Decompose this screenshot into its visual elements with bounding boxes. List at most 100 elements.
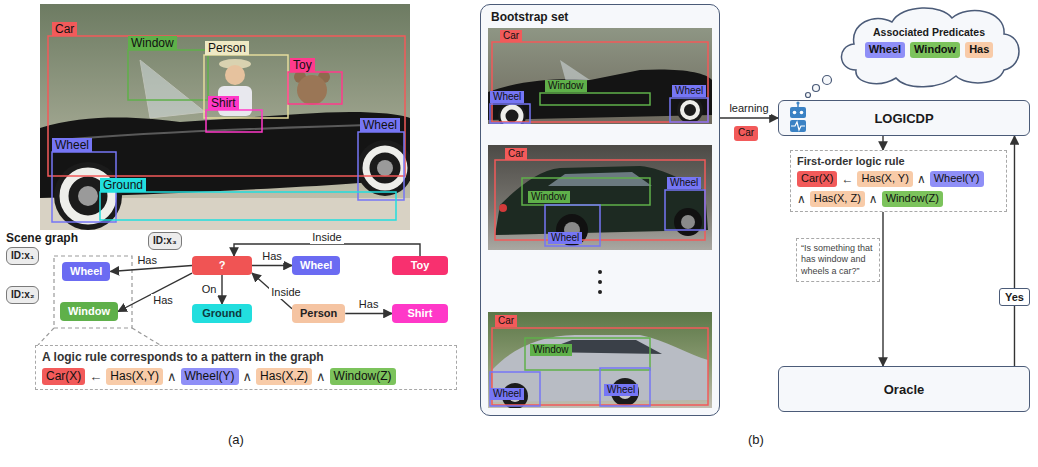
panel-caption: (a) — [228, 432, 244, 447]
street-photo — [78, 186, 98, 206]
box-heading: A logic rule corresponds to a pattern in… — [42, 350, 450, 364]
car-photo — [488, 28, 712, 124]
ellipsis-dots — [598, 290, 602, 294]
box-heading: Associated Predicates — [873, 26, 985, 38]
connector — [221, 275, 222, 304]
predicate-chip: Car(X) — [42, 368, 85, 385]
predicate-chip: Has — [965, 42, 993, 58]
node-text: “Is something that has window and wheels… — [801, 243, 875, 277]
node-text: Wheel — [70, 265, 102, 278]
section-title: Scene graph — [6, 231, 78, 245]
graph-node: ? — [192, 256, 252, 275]
node-text: ? — [200, 259, 244, 272]
callout-line — [38, 328, 54, 345]
bounding-box — [670, 98, 708, 122]
bounding-box — [492, 328, 708, 405]
robot-icon — [790, 120, 806, 132]
node-text: LOGICDP — [874, 111, 933, 126]
street-photo — [357, 140, 410, 196]
node-text: Wheel(Y) — [934, 172, 980, 186]
edge-label: Inside — [269, 286, 302, 299]
predicate-chip: Has(X,Y) — [106, 368, 163, 385]
robot-icon — [790, 101, 806, 132]
connector — [1014, 136, 1015, 288]
predicate-chip: Has(X, Y) — [857, 171, 912, 187]
bounding-box — [288, 72, 342, 104]
node-text: Window(Z) — [886, 192, 939, 206]
node-text: Has(X,Z) — [260, 369, 308, 384]
connector — [882, 136, 883, 150]
bounding-box — [600, 368, 650, 406]
object-tag: Window — [530, 344, 572, 356]
bounding-box — [545, 205, 600, 246]
bounding-box — [525, 338, 650, 370]
bounding-box — [490, 328, 708, 406]
thought-bubble — [823, 76, 832, 85]
ellipsis-dots — [598, 270, 602, 274]
object-tag: Car — [505, 148, 527, 160]
rule-box: A logic rule corresponds to a pattern in… — [35, 345, 457, 390]
car-photo — [488, 145, 712, 250]
connector — [882, 212, 883, 367]
answer-box: Yes — [999, 288, 1030, 306]
object-tag: Person — [205, 41, 249, 55]
street-photo — [140, 60, 205, 118]
connector — [252, 265, 292, 266]
logic-operator: ∧ — [797, 192, 806, 206]
node-text: Ground — [200, 307, 244, 320]
thought-cloud: Associated PredicatesWheel Window Has — [834, 4, 1024, 88]
robot-icon — [793, 111, 797, 115]
object-tag: Window — [545, 80, 587, 92]
logic-operator: ∧ — [243, 369, 253, 384]
edge-label: On — [200, 283, 219, 296]
bounding-box — [100, 192, 396, 220]
formula-row: ∧Has(X, Z)∧Window(Z) — [797, 191, 1000, 207]
logic-operator: ∧ — [316, 369, 326, 384]
object-tag: Window — [128, 36, 177, 50]
car-photo — [488, 145, 712, 250]
id-tag: ID:x₁ — [6, 247, 39, 265]
robot-icon — [796, 101, 799, 104]
object-tag: Wheel — [490, 91, 524, 103]
node-text: Has(X, Y) — [861, 172, 908, 186]
object-tag: Car — [500, 30, 522, 42]
cloud-outline — [841, 8, 1019, 87]
thought-bubble — [806, 93, 811, 98]
node-text: Oracle — [884, 382, 924, 397]
edge-label: Has — [135, 254, 159, 267]
node-text: Shirt — [400, 307, 440, 320]
predicate-chip: Wheel — [865, 42, 905, 58]
object-tag: Wheel — [604, 384, 638, 396]
object-tag: Car — [495, 315, 517, 327]
street-photo — [377, 160, 393, 176]
street-photo — [40, 4, 410, 230]
node-text: Car — [738, 127, 754, 140]
car-photo — [499, 204, 507, 212]
car-photo — [488, 312, 712, 408]
node-text: Toy — [400, 259, 440, 272]
id-tag: ID:x₂ — [6, 286, 39, 304]
node-text: Has(X, Z) — [814, 192, 861, 206]
car-photo — [674, 208, 702, 236]
bounding-box — [522, 178, 650, 205]
robot-icon — [797, 103, 799, 107]
formula-row: Car(X)←Has(X,Y)∧Wheel(Y)∧Has(X,Z)∧Window… — [42, 368, 450, 385]
node-text: Has — [969, 43, 989, 57]
box-heading: First-order logic rule — [797, 155, 1000, 167]
predicate-chip: Wheel(Y) — [181, 368, 239, 385]
query-box: “Is something that has window and wheels… — [796, 238, 880, 282]
object-tag: Wheel — [672, 85, 706, 97]
street-photo — [225, 65, 245, 85]
bounding-box — [128, 50, 208, 100]
bounding-box — [490, 42, 708, 123]
predicate-chip: Car — [734, 126, 758, 141]
street-photo — [40, 4, 410, 230]
pattern-outline — [54, 256, 132, 328]
logic-operator: ∧ — [917, 172, 926, 186]
predicate-chip: Window — [910, 42, 960, 58]
connector — [345, 313, 392, 314]
car-photo — [560, 60, 590, 82]
graph-node: Person — [292, 304, 345, 323]
node-text: Window — [914, 43, 956, 57]
